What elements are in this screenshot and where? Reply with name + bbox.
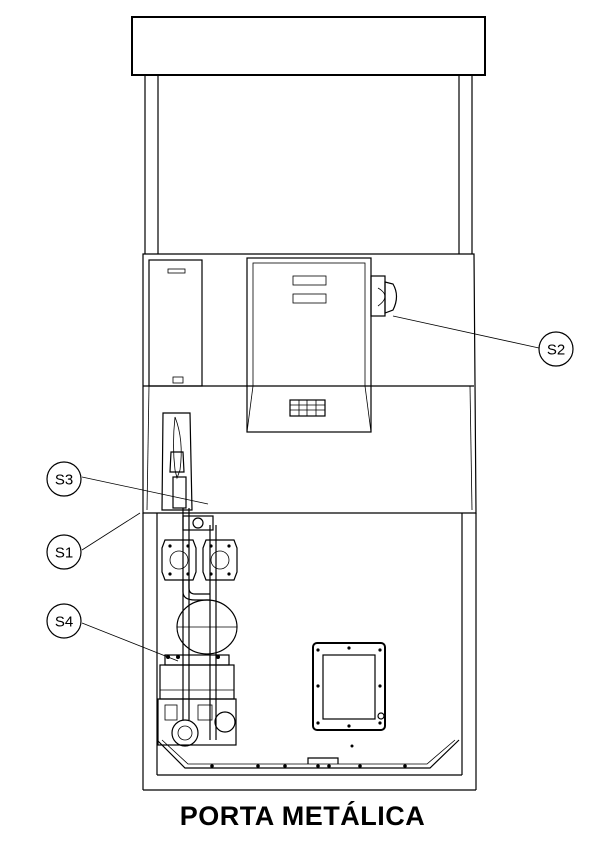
upper-column <box>144 75 473 254</box>
card-reader <box>370 275 398 317</box>
callout-s2: S2 <box>538 331 574 367</box>
head-housing <box>142 253 477 514</box>
access-hatch <box>312 642 386 748</box>
callout-s4: S4 <box>46 603 82 639</box>
nozzle-holder <box>161 412 193 511</box>
callout-s1-label: S1 <box>55 545 73 562</box>
base-rail <box>156 739 460 769</box>
callout-leaders <box>81 315 540 662</box>
callout-s4-label: S4 <box>55 614 73 631</box>
hydraulic-unit <box>157 508 238 747</box>
lower-cabinet <box>142 513 477 791</box>
callout-s3: S3 <box>46 461 82 497</box>
keypad <box>289 399 326 417</box>
callout-s1: S1 <box>46 534 82 570</box>
canopy <box>131 16 486 76</box>
drawing-caption: PORTA METÁLICA <box>179 801 426 831</box>
callout-s2-label: S2 <box>547 342 565 359</box>
callout-s3-label: S3 <box>55 472 73 489</box>
display-module <box>246 257 372 433</box>
